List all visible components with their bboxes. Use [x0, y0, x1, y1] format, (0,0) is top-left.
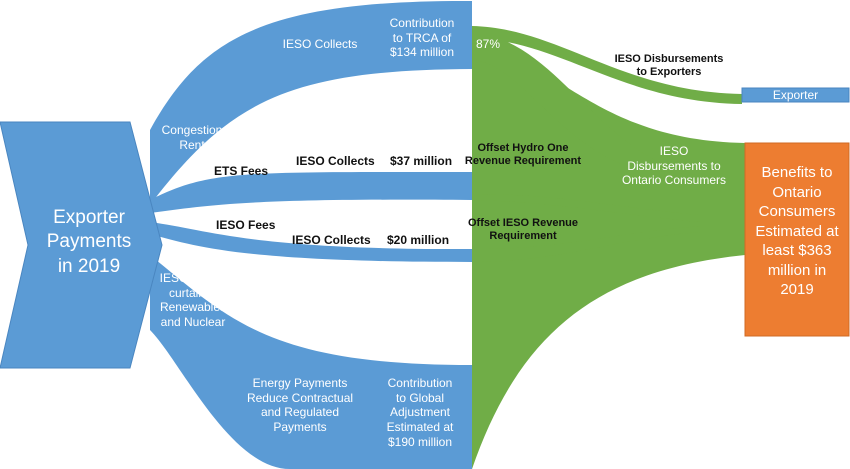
ets-collects-label: IESO Collects [296, 154, 375, 168]
congestion-collects-label: IESO Collects [282, 37, 358, 51]
split-consumers-pct: 87% [476, 37, 501, 51]
benefits-node [744, 142, 850, 337]
curtailment-label: IESO avoids curtailing Renewables and Nu… [159, 271, 227, 329]
consumer-disbursement-flow [472, 50, 745, 469]
consumer-disbursement-label: IESO Disbursements to Ontario Consumers [621, 144, 727, 188]
source-label: Exporter Payments in 2019 [46, 207, 132, 277]
global-adjustment-label: Contribution to Global Adjustment Estima… [386, 376, 454, 449]
trca-contribution-label: Contribution to TRCA of $134 million [389, 16, 455, 60]
curtailment-flow [150, 255, 472, 469]
ieso-fees-offset-flow [472, 226, 700, 262]
exporter-disbursement-label: IESO Disbursements to Exporters [614, 53, 724, 79]
exporter-node-label: Exporter [772, 88, 819, 102]
trca-consumer-flow [472, 32, 700, 175]
ieso-fees-amount-label: $20 million [387, 233, 450, 247]
exporter-payments-node [0, 121, 163, 369]
exporter-disbursement-flow [472, 1, 742, 104]
split-exporters-pct: 13% [476, 7, 501, 21]
congestion-rent-flow [150, 0, 472, 205]
energy-payments-label: Energy Payments Reduce Contractual and R… [246, 376, 354, 434]
ieso-fees-label: IESO Fees [216, 218, 276, 232]
ets-fees-label: ETS Fees [214, 164, 269, 178]
congestion-rent-label: Congestion Rent [161, 123, 223, 152]
ieso-fees-offset-label: Offset IESO Revenue Requirement [467, 217, 579, 243]
ets-fees-flow [150, 171, 472, 213]
ieso-fees-collects-label: IESO Collects [292, 233, 371, 247]
ets-offset-flow [472, 172, 700, 222]
ets-offset-label: Offset Hydro One Revenue Requirement [464, 142, 582, 168]
ieso-fees-flow [150, 222, 472, 262]
ets-amount-label: $37 million [390, 154, 453, 168]
benefits-label: Benefits to Ontario Consumers Estimated … [755, 164, 839, 298]
exporter-node [741, 87, 850, 103]
